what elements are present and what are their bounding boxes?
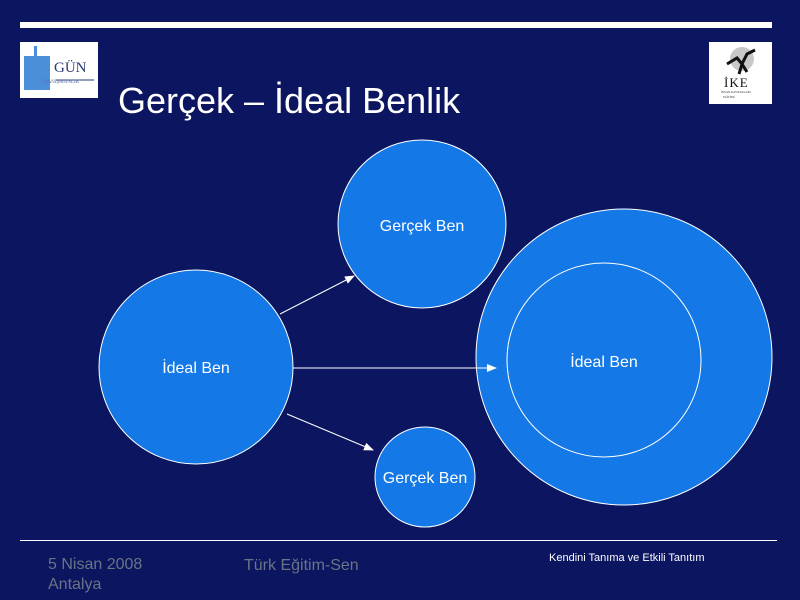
overlap-inner-label: İdeal Ben	[570, 352, 638, 371]
gercek-ben-bottom-label: Gerçek Ben	[383, 470, 467, 487]
page-title: Gerçek – İdeal Benlik	[118, 80, 461, 121]
ike-logo-figure	[726, 48, 756, 75]
ideal-ben-source-label: İdeal Ben	[162, 358, 230, 377]
gercek-ben-top-label: Gerçek Ben	[380, 218, 464, 235]
footer-date-line-2: Antalya	[48, 576, 102, 593]
ideal-ben-source-circle	[98, 269, 294, 465]
gercek-ben-top-circle	[337, 139, 507, 309]
arrow-to-gercek-ben-top	[279, 275, 355, 315]
bottom-rule	[20, 540, 777, 541]
ike-logo-text: İKE	[724, 75, 749, 90]
ike-logo-subtext-2: EĞİTİMİ	[723, 95, 735, 99]
gun-logo-flag	[34, 46, 37, 60]
ike-logo-mark	[726, 47, 756, 75]
gun-logo-text: GÜN	[54, 60, 87, 76]
arrow-to-gercek-ben-bottom	[286, 413, 374, 451]
overlap-inner-circle	[506, 262, 702, 458]
footer-organization: Türk Eğitim-Sen	[244, 557, 359, 574]
footer-topic: Kendini Tanıma ve Etkili Tanıtım	[549, 552, 705, 564]
footer-date-line-1: 5 Nisan 2008	[48, 556, 143, 573]
ike-logo: İKE İNSAN KAYNAKLARI EĞİTİMİ	[709, 42, 772, 104]
top-rule	[20, 22, 772, 28]
gercek-ben-bottom-circle	[374, 426, 476, 528]
gun-logo-mark	[24, 46, 94, 90]
footer-date: 5 Nisan 2008 Antalya	[48, 555, 142, 595]
ike-logo-subtext-1: İNSAN KAYNAKLARI	[721, 90, 751, 94]
gun-logo-book	[24, 56, 50, 90]
gun-logo-subtext: DANIŞMANLIK	[44, 80, 80, 85]
gun-logo: GÜN DANIŞMANLIK	[20, 42, 98, 98]
